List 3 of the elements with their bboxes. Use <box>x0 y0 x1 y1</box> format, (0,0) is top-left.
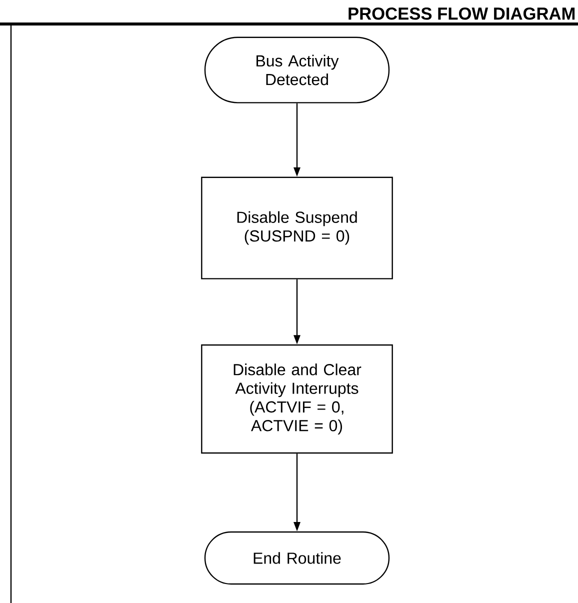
process-box: Disable Suspend (SUSPND = 0) <box>201 176 393 280</box>
process-box: Disable and Clear Activity Interrupts (ACTVIF = 0, ACTVIE = 0) <box>201 344 393 454</box>
diagram-title: PROCESS FLOW DIAGRAM <box>348 7 575 20</box>
